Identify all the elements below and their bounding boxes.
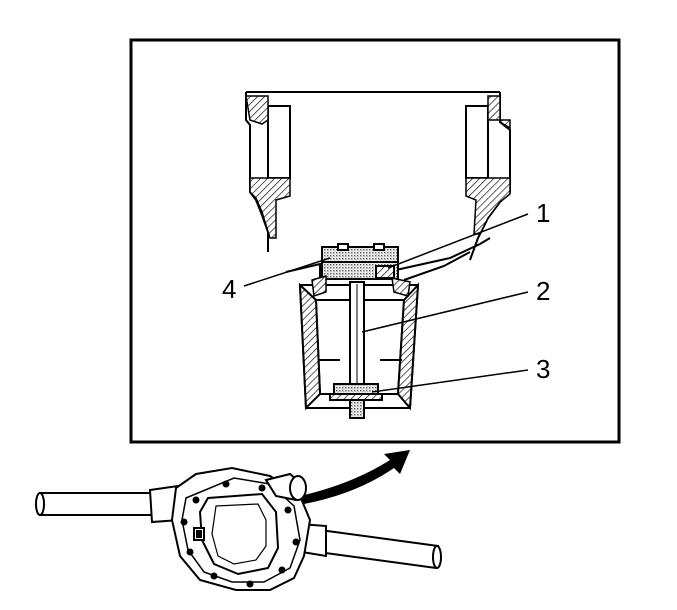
pinion-snout — [264, 472, 307, 502]
bottom-plate — [329, 383, 383, 419]
axle-seal — [311, 275, 411, 298]
leader-lines — [243, 213, 529, 393]
callout-3: 3 — [536, 354, 550, 384]
callout-4: 4 — [222, 274, 236, 304]
housing-hatched-walls — [245, 95, 511, 239]
differential-carrier — [170, 466, 312, 591]
driver-handle — [349, 281, 365, 387]
callout-2: 2 — [536, 276, 550, 306]
location-arrow — [300, 450, 410, 504]
callout-1: 1 — [536, 198, 550, 228]
seal-driver-head — [321, 243, 399, 280]
